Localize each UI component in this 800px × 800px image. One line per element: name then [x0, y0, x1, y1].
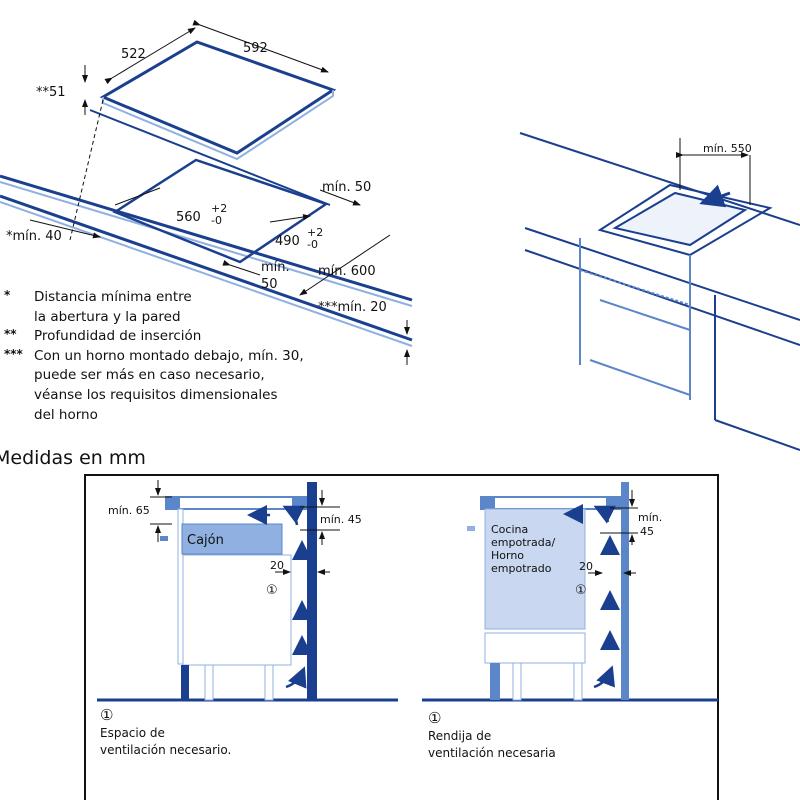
dim-min-front: mín. [261, 260, 290, 275]
cutout [112, 158, 329, 264]
dim-cutout-depth: 490 [275, 234, 300, 249]
caption-marker: ① [100, 706, 114, 724]
footnote-marker: *** [4, 346, 23, 361]
gap-20: 20 [579, 560, 593, 573]
caption-marker: ① [428, 709, 442, 727]
perspective-view [519, 132, 800, 451]
footnote-text: véanse los requisitos dimensionales [34, 386, 278, 403]
appliance-label: empotrada/ [491, 536, 555, 549]
tol-plus: +2 [211, 202, 227, 215]
gap-20: 20 [270, 559, 284, 572]
footnote-text: Profundidad de inserción [34, 328, 202, 345]
dim-cutout-width: 560 [176, 210, 201, 225]
dim-min-65: mín. 65 [108, 504, 150, 517]
right-caption: ① Rendija de ventilación necesaria [428, 710, 556, 762]
dim-45: 45 [640, 525, 654, 538]
caption-text: ventilación necesario. [100, 743, 232, 757]
footnote-text: puede ser más en caso necesario, [34, 367, 265, 384]
dim-min-45: mín. 45 [320, 513, 362, 526]
countertop [0, 109, 413, 347]
footnote-text: Distancia mínima entre [34, 289, 192, 305]
footnote-text: la abertura y la pared [34, 308, 181, 325]
drawer-label: Cajón [187, 533, 224, 548]
footnote-text: del horno [34, 406, 98, 423]
tol-minus: -0 [307, 238, 318, 251]
footnote-marker: * [4, 288, 11, 302]
dim-min-back: mín. 50 [322, 180, 371, 195]
dim-width: 592 [243, 41, 268, 56]
dim-min-front-value: 50 [261, 277, 278, 292]
footnote-marker: ** [4, 327, 17, 342]
appliance-label: Cocina [491, 523, 528, 536]
dim-depth: 522 [121, 47, 146, 62]
footnote-text: Con un horno montado debajo, mín. 30, [34, 347, 304, 364]
dim-min-wall: *mín. 40 [6, 229, 62, 244]
ventilation-marker: ① [575, 583, 587, 598]
tol-minus: -0 [211, 214, 222, 227]
appliance-label: Horno [491, 549, 524, 562]
dim-min: mín. [638, 511, 662, 524]
dim-min-20: ***mín. 20 [318, 300, 387, 315]
dimension-lines [29, 19, 410, 365]
units-title: Medidas en mm [0, 447, 146, 469]
caption-text: ventilación necesaria [428, 746, 556, 760]
left-side-view: mín. 65 mín. 45 Cajón 20 ① [97, 480, 398, 702]
caption-text: Rendija de [428, 729, 492, 743]
caption-text: Espacio de [100, 726, 165, 740]
footnote-3: *** Con un horno montado debajo, mín. 30,… [4, 347, 304, 425]
right-side-view: mín. 45 Cocina empotrada/ Horno empotrad… [422, 482, 718, 702]
dim-min-550: mín. 550 [703, 142, 752, 155]
ventilation-marker: ① [266, 583, 278, 598]
footnote-2: ** Profundidad de inserción [4, 327, 304, 347]
footnote-1: * Distancia mínima entre la abertura y la … [4, 288, 304, 327]
dim-min-600: mín. 600 [318, 264, 376, 279]
footnotes: * Distancia mínima entre la abertura y la … [4, 288, 304, 425]
left-caption: ① Espacio de ventilación necesario. [100, 707, 231, 759]
appliance-label: empotrado [491, 562, 552, 575]
tol-plus: +2 [307, 226, 323, 239]
dim-insertion: **51 [36, 85, 66, 100]
side-views-frame [84, 474, 719, 800]
